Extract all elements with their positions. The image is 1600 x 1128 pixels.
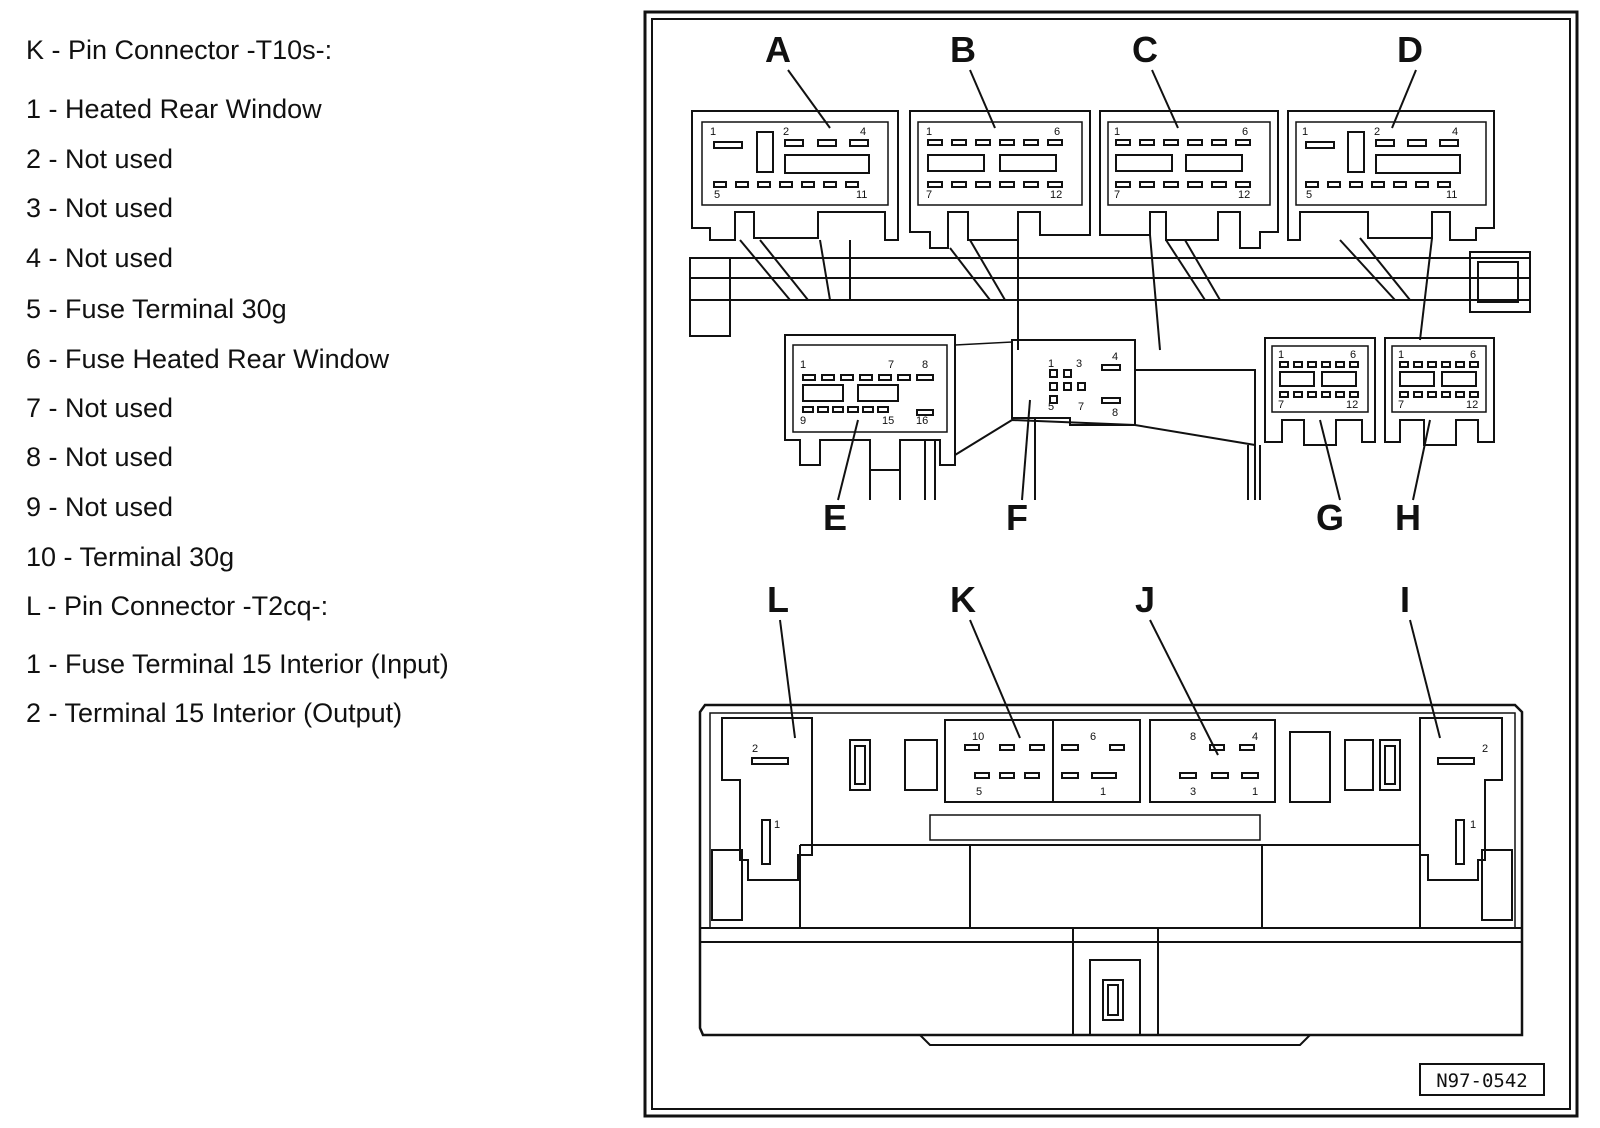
connector-k (944, 719, 1141, 803)
pin-label: 5 (1048, 401, 1054, 413)
pin-label: 4 (1452, 126, 1458, 138)
legend-heading-k: K - Pin Connector -T10s-: (26, 35, 333, 65)
pin-label: 2 (752, 743, 758, 755)
connector-d (1287, 110, 1495, 341)
pin-label: 7 (1278, 399, 1284, 411)
pin-label: 2 (783, 126, 789, 138)
pin-label: 4 (860, 126, 866, 138)
pin-label: 7 (1398, 399, 1404, 411)
letter-h: H (1395, 497, 1421, 538)
pin-label: 1 (1114, 126, 1120, 138)
pin-label: 1 (1252, 786, 1258, 798)
pin-label: 1 (926, 126, 932, 138)
upper-relay-carrier (689, 110, 1531, 500)
figure-code: N97-0542 (1436, 1070, 1528, 1092)
connector-i (1419, 717, 1513, 921)
connector-g (1264, 337, 1376, 446)
letter-c: C (1132, 29, 1158, 70)
pin-label: 5 (976, 786, 982, 798)
upper-leader-lines (787, 69, 1431, 501)
pin-label: 11 (1446, 189, 1457, 201)
legend-item: 10 - Terminal 30g (26, 542, 235, 572)
connector-j (1149, 719, 1276, 803)
letter-l: L (767, 579, 789, 620)
pin-label: 7 (888, 359, 894, 371)
legend-item: 1 - Fuse Terminal 15 Interior (Input) (26, 649, 449, 679)
pin-label: 1 (800, 359, 806, 371)
pin-label: 7 (926, 189, 932, 201)
pin-label: 8 (1190, 731, 1196, 743)
lower-leader-lines (779, 619, 1441, 756)
figure-code-box (1419, 1063, 1545, 1096)
pin-label: 1 (1048, 358, 1054, 370)
pin-label: 1 (774, 819, 780, 831)
legend-item: 5 - Fuse Terminal 30g (26, 294, 287, 324)
letter-g: G (1316, 497, 1344, 538)
letter-j: J (1135, 579, 1155, 620)
pin-label: 10 (972, 731, 984, 743)
legend-item: 8 - Not used (26, 442, 174, 472)
pin-label: 1 (710, 126, 716, 138)
diagram-inner-frame (651, 18, 1571, 1110)
pin-numbers: 1 2 4 5 11 1 6 7 12 1 6 7 12 1 2 4 5 11 … (710, 126, 1488, 831)
pin-label: 12 (1466, 399, 1478, 411)
connector-b (909, 110, 1091, 350)
pin-label: 8 (922, 359, 928, 371)
letter-d: D (1397, 29, 1423, 70)
pin-label: 1 (1398, 349, 1404, 361)
letter-f: F (1006, 497, 1028, 538)
legend-item: 3 - Not used (26, 193, 174, 223)
connector-l (711, 717, 813, 921)
connector-c (1099, 110, 1279, 351)
letter-b: B (950, 29, 976, 70)
lower-fuse-carrier (698, 703, 1524, 1046)
pin-label: 15 (882, 415, 894, 427)
legend-item: 1 - Heated Rear Window (26, 94, 322, 124)
pin-label: 12 (1346, 399, 1358, 411)
pin-label: 4 (1112, 351, 1118, 363)
connector-letters: A B C D E F G H L K J I (765, 29, 1423, 620)
pin-label: 4 (1252, 731, 1258, 743)
legend-item: 2 - Terminal 15 Interior (Output) (26, 698, 403, 728)
pin-label: 1 (1302, 126, 1308, 138)
pin-label: 8 (1112, 407, 1118, 419)
pin-label: 6 (1242, 126, 1248, 138)
connector-e (784, 334, 956, 500)
pin-label: 7 (1078, 401, 1084, 413)
legend-item: 7 - Not used (26, 393, 174, 423)
pin-label: 2 (1374, 126, 1380, 138)
legend-item: 9 - Not used (26, 492, 174, 522)
pin-label: 3 (1190, 786, 1196, 798)
pin-label: 5 (714, 189, 720, 201)
connector-f (954, 339, 1136, 500)
pin-label: 6 (1470, 349, 1476, 361)
pin-label: 6 (1090, 731, 1096, 743)
letter-i: I (1400, 579, 1410, 620)
legend-heading-l: L - Pin Connector -T2cq-: (26, 591, 329, 621)
letter-a: A (765, 29, 791, 70)
letter-e: E (823, 497, 847, 538)
pin-label: 12 (1238, 189, 1250, 201)
pin-label: 6 (1350, 349, 1356, 361)
letter-k: K (950, 579, 976, 620)
pin-label: 1 (1100, 786, 1106, 798)
pin-label: 6 (1054, 126, 1060, 138)
pin-label: 12 (1050, 189, 1062, 201)
pin-label: 11 (856, 189, 867, 201)
legend-item: 6 - Fuse Heated Rear Window (26, 344, 390, 374)
pin-label: 7 (1114, 189, 1120, 201)
pin-label: 3 (1076, 358, 1082, 370)
connector-a (691, 110, 899, 301)
legend-item: 2 - Not used (26, 144, 174, 174)
legend-item: 4 - Not used (26, 243, 174, 273)
connector-h (1384, 337, 1495, 446)
pin-label: 1 (1470, 819, 1476, 831)
pin-label: 2 (1482, 743, 1488, 755)
pin-label: 5 (1306, 189, 1312, 201)
diagram-outer-frame (643, 10, 1579, 1118)
pin-label: 1 (1278, 349, 1284, 361)
pin-label: 16 (916, 415, 928, 427)
pin-label: 9 (800, 415, 806, 427)
